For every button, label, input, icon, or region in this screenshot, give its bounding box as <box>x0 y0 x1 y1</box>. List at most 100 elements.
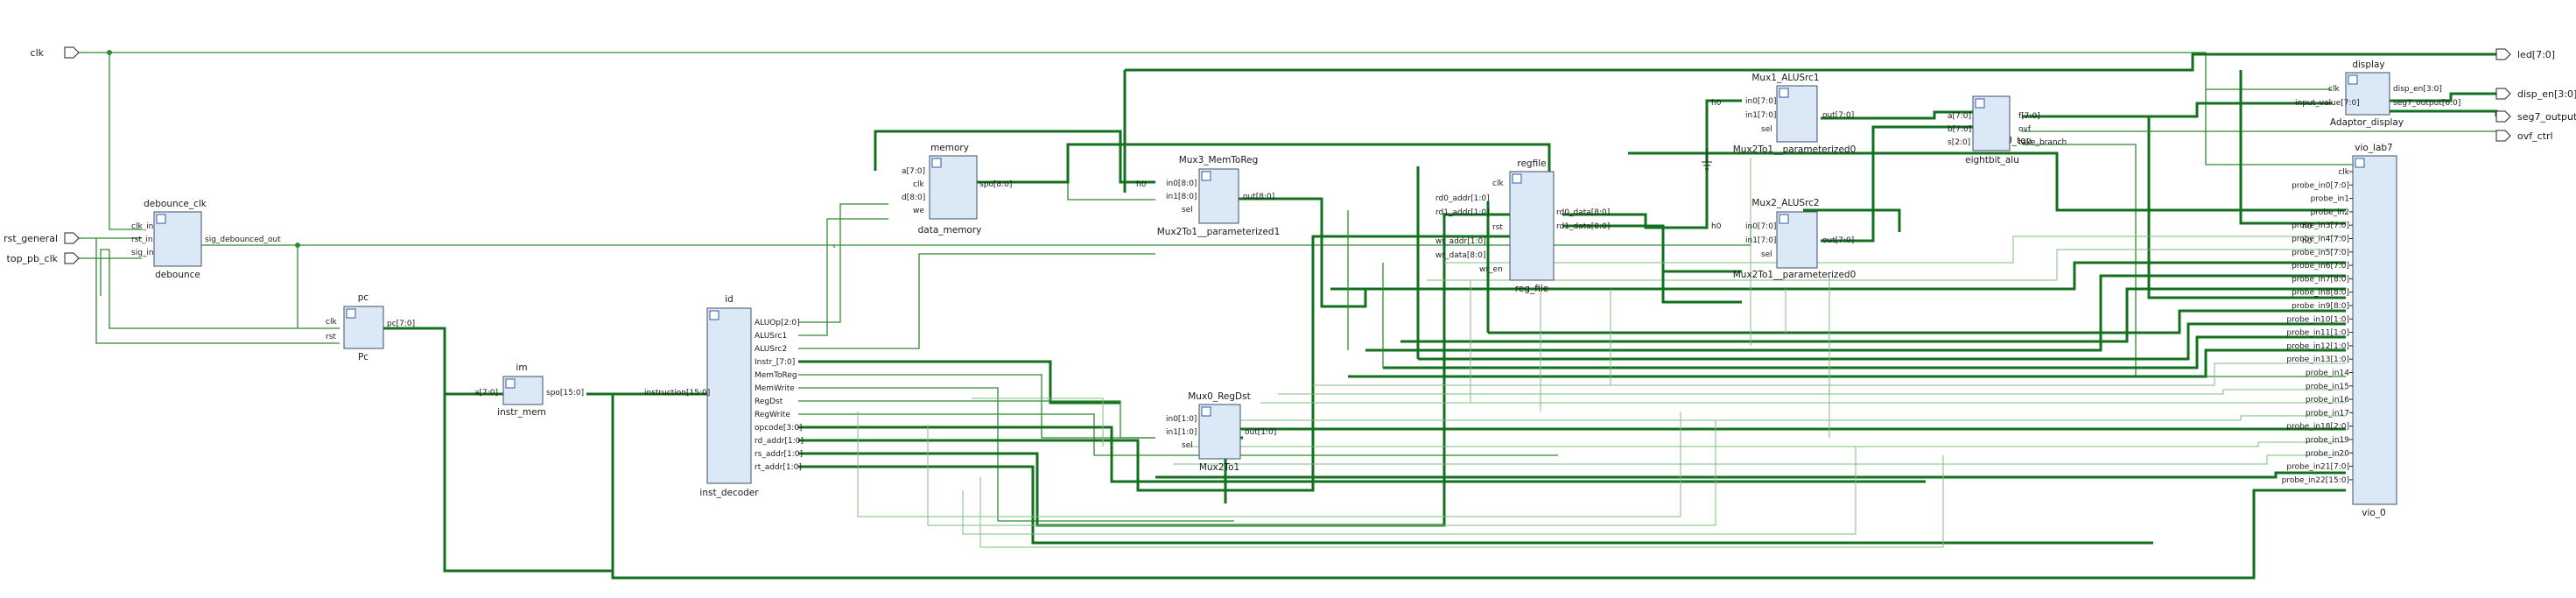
const-h0-label: h0 <box>2302 222 2313 231</box>
output-port-led[interactable]: led[7:0] <box>2495 48 2555 60</box>
block-pc[interactable]: pc clk rst pc[7:0] Pc <box>326 292 415 362</box>
output-port-ovf-ctrl-label: ovf_ctrl <box>2517 130 2553 142</box>
port-label: take_branch <box>2018 138 2067 147</box>
port-label: in0[7:0] <box>1745 222 1776 231</box>
port-label: RegWrite <box>755 411 790 419</box>
block-mux2-module: Mux2To1__parameterized0 <box>1733 270 1857 280</box>
port-label: clk <box>326 318 337 327</box>
cell-icon <box>1201 171 1211 181</box>
port-label: ALUOp[2:0] <box>755 319 800 327</box>
vio-probe-label: probe_in6[7:0] <box>2292 262 2349 271</box>
port-label: in0[8:0] <box>1166 179 1197 188</box>
block-mux2[interactable]: Mux2_ALUSrc2 in0[7:0] in1[7:0] sel out[7… <box>1733 198 1857 280</box>
const-h0-label: h0 <box>1136 180 1147 189</box>
port-label: wr_addr[1:0] <box>1435 237 1486 246</box>
output-port-led-label: led[7:0] <box>2517 49 2555 60</box>
vio-probe-label: probe_in0[7:0] <box>2292 181 2349 190</box>
vio-probe-label: probe_in7[8:0] <box>2292 275 2349 284</box>
cell-icon <box>2355 158 2365 168</box>
vio-probe-label: probe_in20 <box>2306 449 2349 458</box>
vio-probe-label: probe_in2 <box>2311 208 2349 217</box>
port-label: out[1:0] <box>1245 428 1276 437</box>
port-label: rst <box>1492 223 1503 232</box>
block-mux3[interactable]: Mux3_MemToReg in0[8:0] in1[8:0] sel out[… <box>1157 155 1281 237</box>
block-mux1-inst: Mux1_ALUSrc1 <box>1751 73 1819 83</box>
block-display-inst: display <box>2352 60 2384 70</box>
port-label: rs_addr[1:0] <box>755 450 803 459</box>
vio-probe-label: clk <box>2338 168 2349 177</box>
port-label: wr_en <box>1479 265 1503 274</box>
port-label: clk <box>913 180 924 189</box>
nets <box>77 50 2504 580</box>
port-label: out[7:0] <box>1822 236 1854 245</box>
block-vio-inst: vio_lab7 <box>2355 143 2393 153</box>
port-label: opcode[3:0] <box>755 424 802 433</box>
port-label: instruction[15:0] <box>644 389 710 397</box>
cell-icon <box>1201 406 1211 417</box>
vio-probe-label: probe_in14 <box>2306 369 2349 378</box>
block-mux1[interactable]: Mux1_ALUSrc1 in0[7:0] in1[7:0] sel out[7… <box>1733 73 1857 155</box>
block-display[interactable]: display clk input_value[7:0] disp_en[3:0… <box>2295 60 2460 128</box>
input-port-clk[interactable]: clk <box>31 46 80 59</box>
block-id[interactable]: id instruction[15:0] ALUOp[2:0] ALUSrc1 … <box>644 294 804 498</box>
block-display-module: Adaptor_display <box>2330 117 2404 128</box>
input-port-top-pb-clk[interactable]: top_pb_clk <box>7 252 80 264</box>
port-label: in1[7:0] <box>1745 111 1776 120</box>
block-debounce[interactable]: debounce_clk clk_in rst_in sig_in sig_de… <box>131 199 281 280</box>
block-im[interactable]: im a[7:0] spo[15:0] instr_mem <box>474 362 584 418</box>
cell-icon <box>2348 74 2358 85</box>
port-label: RegDst <box>755 397 783 406</box>
output-port-disp-en[interactable]: disp_en[3:0] <box>2495 88 2576 100</box>
vio-probe-label: probe_in4[7:0] <box>2292 236 2349 244</box>
block-im-module: instr_mem <box>497 407 546 418</box>
block-id-inst: id <box>725 294 733 305</box>
port-label: wr_data[8:0] <box>1435 251 1485 260</box>
vio-probe-label: probe_in1 <box>2311 195 2349 204</box>
block-regfile[interactable]: regfile clk rd0_addr[1:0] rd1_addr[1:0] … <box>1435 158 1610 294</box>
port-label: rt_addr[1:0] <box>755 463 802 472</box>
port-label: rd1_addr[1:0] <box>1435 208 1490 217</box>
vio-probe-label: probe_in17 <box>2306 409 2349 418</box>
port-label: rst <box>326 333 336 341</box>
vio-probe-label: probe_in8[8:0] <box>2292 289 2349 298</box>
port-label: a[7:0] <box>902 167 925 176</box>
block-mux3-module: Mux2To1__parameterized1 <box>1157 227 1281 237</box>
block-pc-module: Pc <box>358 352 369 362</box>
port-label: clk_in <box>131 222 153 231</box>
port-label: clk <box>1492 179 1504 188</box>
vio-probe-label: probe_in19 <box>2306 436 2349 445</box>
block-memory[interactable]: memory a[7:0] clk d[8:0] we spo[8:0] dat… <box>902 143 1012 236</box>
cell-icon <box>1975 98 1985 109</box>
port-label: f[7:0] <box>2018 112 2040 121</box>
block-alu[interactable]: ALU_top a[7:0] b[7:0] s[2:0] f[7:0] ovf … <box>1948 95 2067 165</box>
port-label: rst_in <box>131 236 153 244</box>
port-label: we <box>913 207 924 215</box>
block-vio[interactable]: vio_lab7 clk probe_in0[7:0] probe_in1probe… <box>2282 143 2397 518</box>
cell-icon <box>931 158 942 168</box>
port-label: disp_en[3:0] <box>2393 85 2442 94</box>
port-label: in0[1:0] <box>1166 415 1197 424</box>
vio-probe-label: probe_in22[15:0] <box>2282 476 2349 485</box>
block-regfile-module: reg_file <box>1515 284 1548 294</box>
block-alu-module: eightbit_alu <box>1965 155 2019 165</box>
cell-icon <box>1779 214 1789 224</box>
output-port-seg7-output-label: seg7_output[6:0] <box>2517 111 2576 123</box>
port-label: rd0_addr[1:0] <box>1435 194 1490 203</box>
vio-probe-label: probe_in16 <box>2306 396 2349 405</box>
input-port-rst-general[interactable]: rst_general <box>4 232 80 244</box>
block-mux0[interactable]: Mux0_RegDst in0[1:0] in1[1:0] sel out[1:… <box>1166 391 1276 473</box>
port-label: spo[15:0] <box>546 389 584 397</box>
port-label: clk <box>2328 85 2340 94</box>
port-label: ALUSrc1 <box>755 332 787 341</box>
output-port-ovf-ctrl[interactable]: ovf_ctrl <box>2495 130 2553 142</box>
vio-probe-label: probe_in15 <box>2306 383 2349 391</box>
port-label: in1[1:0] <box>1166 428 1197 437</box>
port-label: sel <box>1182 441 1193 450</box>
port-label: sel <box>1182 206 1193 215</box>
output-port-seg7-output[interactable]: seg7_output[6:0] <box>2495 110 2576 123</box>
port-label: b[7:0] <box>1948 125 1971 134</box>
port-label: in0[7:0] <box>1745 97 1776 106</box>
vio-probe-label: probe_in12[1:0] <box>2286 342 2349 351</box>
const-h0-label: h0 <box>1711 222 1722 231</box>
